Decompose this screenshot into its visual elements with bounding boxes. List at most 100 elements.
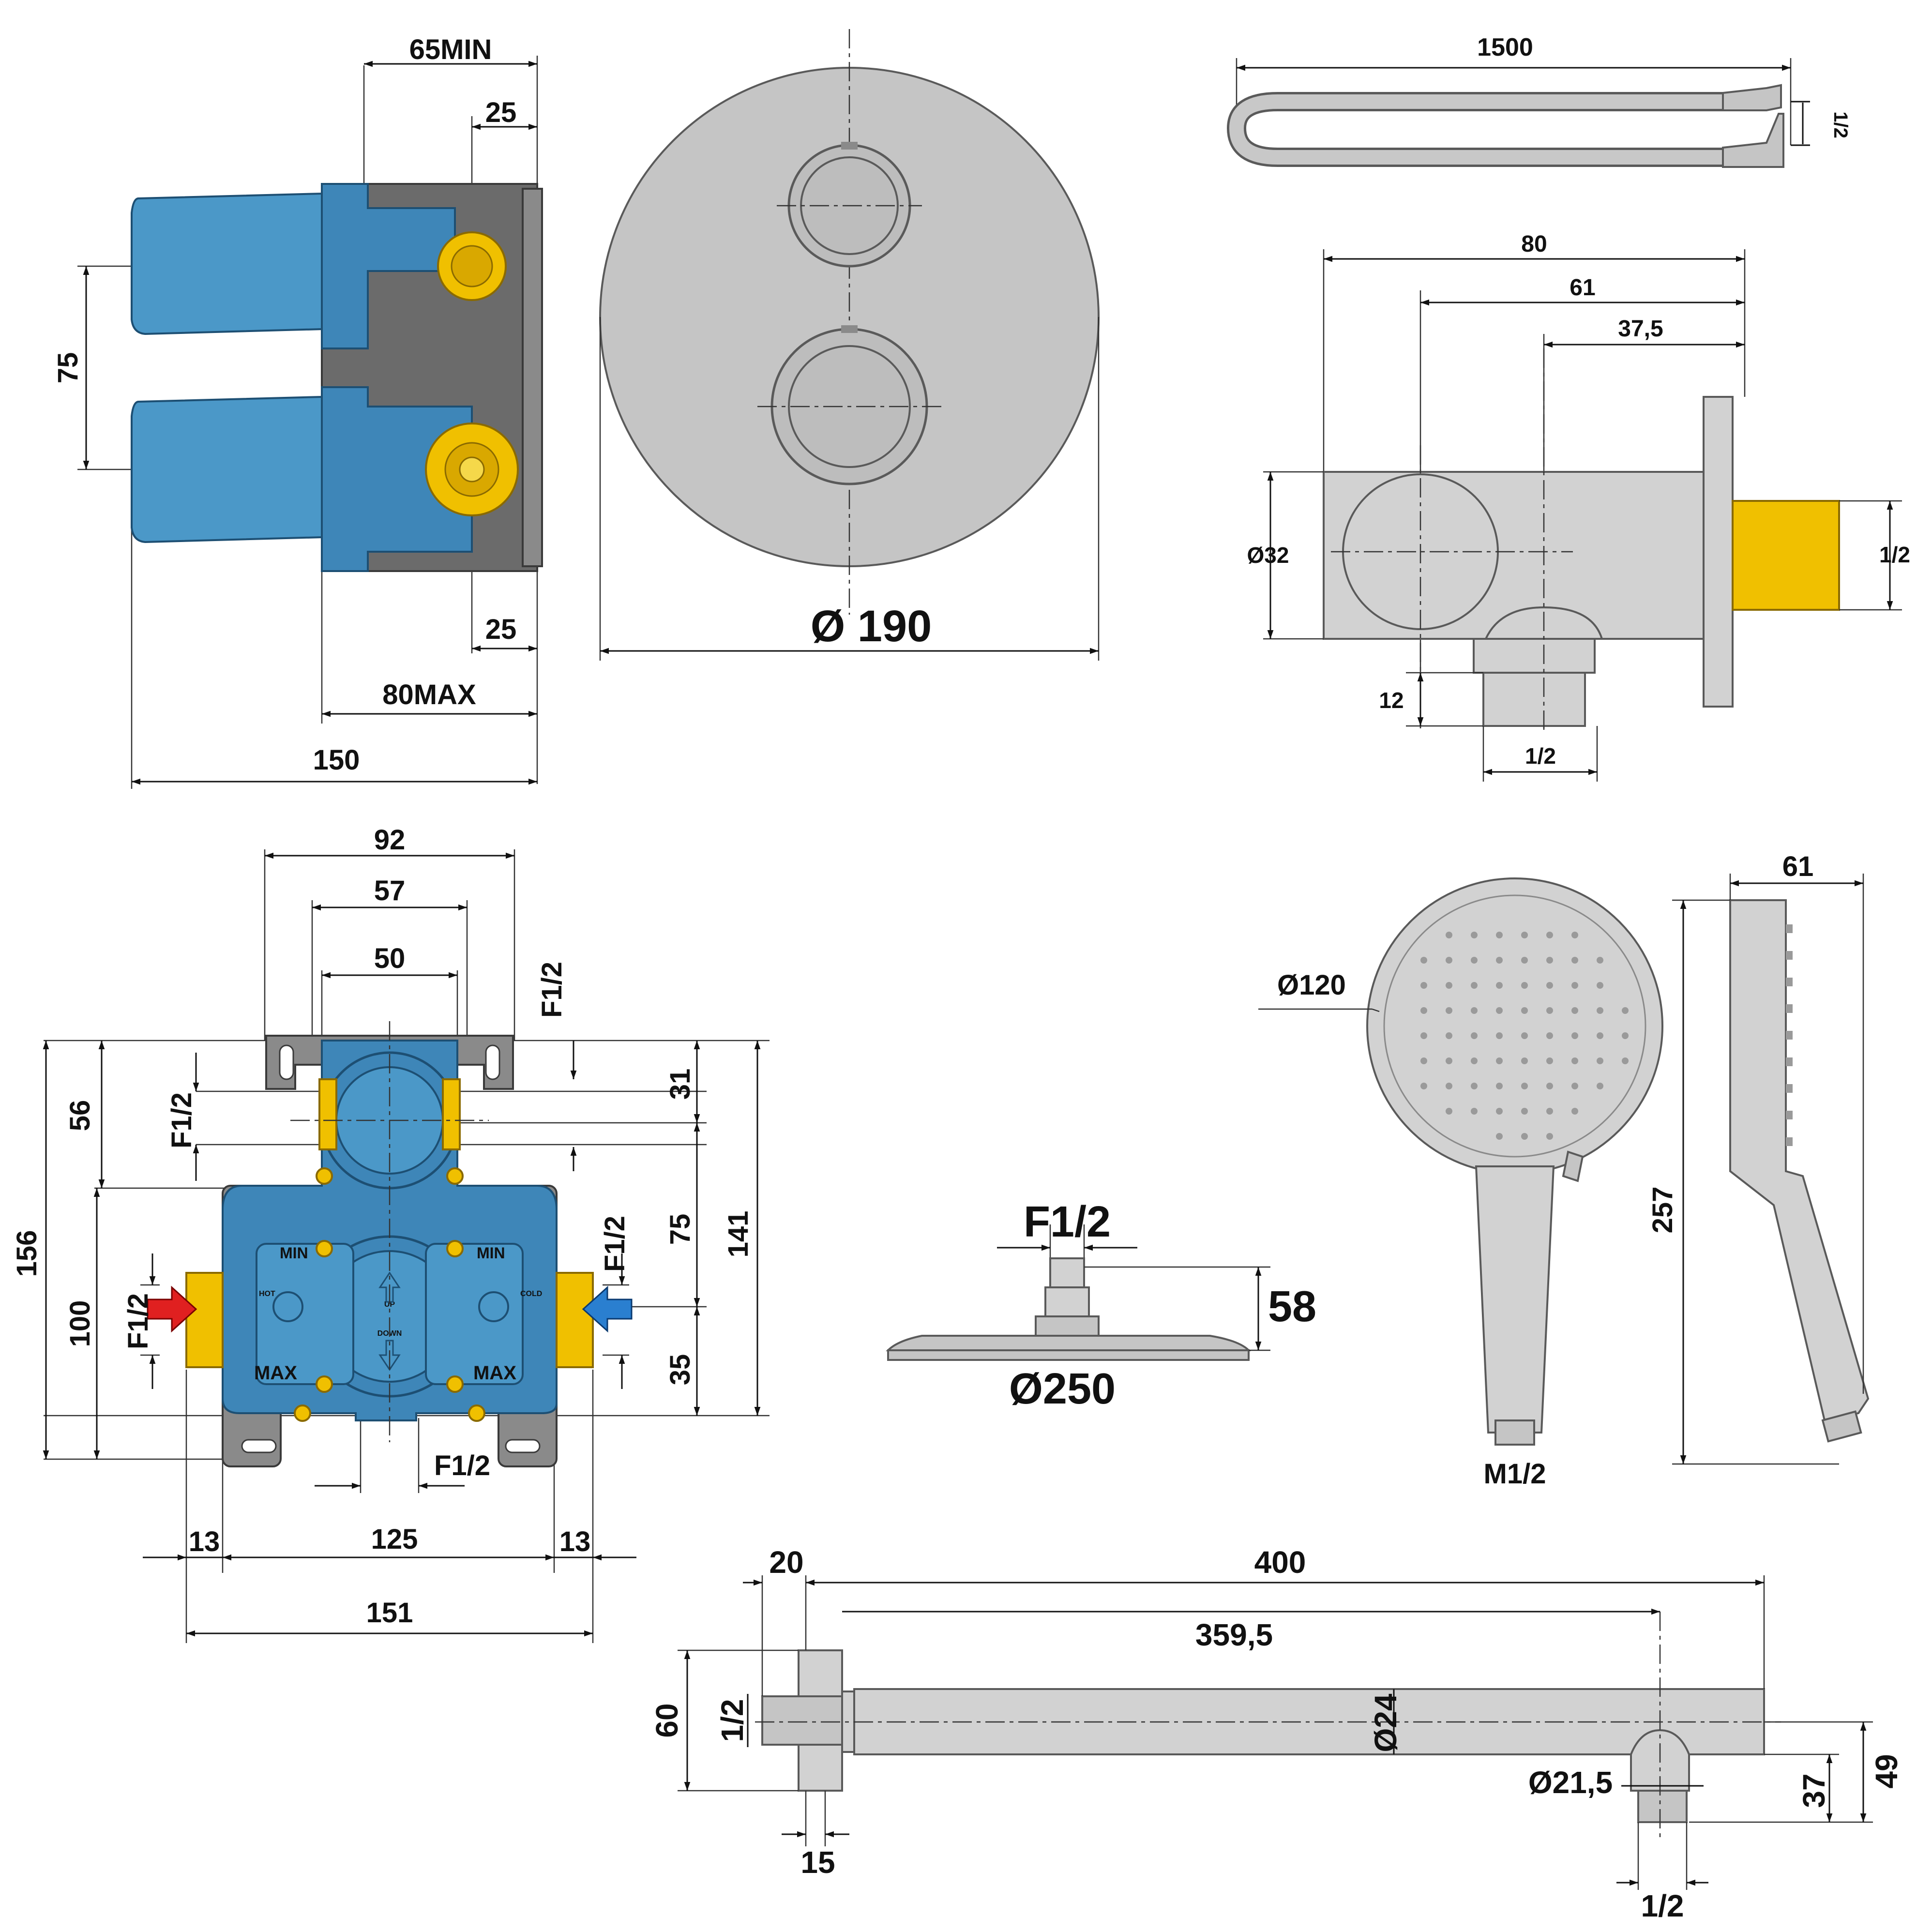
- nozzle-dot: [1571, 1032, 1578, 1039]
- overhead-nut: [1044, 1286, 1090, 1317]
- dim-359-5: 359,5: [1195, 1617, 1273, 1652]
- dim-m12: M1/2: [1484, 1458, 1546, 1490]
- nozzle-dot: [1597, 1032, 1603, 1039]
- wall-connector-thread: [1732, 500, 1840, 611]
- screw: [446, 1240, 464, 1257]
- dim-13-right: 13: [559, 1526, 591, 1557]
- upper-right-brass: [442, 1078, 461, 1150]
- hand-shower-head: [1366, 877, 1663, 1175]
- nozzle-dot: [1521, 1083, 1528, 1089]
- left-chamber: [256, 1243, 354, 1385]
- nozzle-dot: [1597, 1083, 1603, 1089]
- dim-25-top: 25: [485, 97, 517, 128]
- dim-half-bottom-arm: 1/2: [1641, 1888, 1684, 1923]
- lower-cartridge-cap: [131, 395, 323, 543]
- label-max-right: MAX: [473, 1362, 516, 1384]
- dim-half-right: 1/2: [1879, 542, 1910, 567]
- nozzle-dot: [1471, 957, 1478, 964]
- nozzle-dot: [1471, 1108, 1478, 1115]
- dim-f12-left-upper: F1/2: [166, 1092, 197, 1148]
- side-nozzle: [1786, 1084, 1793, 1093]
- label-min-right: MIN: [477, 1244, 505, 1262]
- nozzle-dot: [1446, 1007, 1452, 1014]
- nozzle-dot: [1446, 932, 1452, 938]
- wall-outlet: 80 61 37,5 Ø32 1/2 12 1/2: [1247, 231, 1910, 782]
- nozzle-dot: [1546, 1032, 1553, 1039]
- upper-left-brass: [318, 1078, 337, 1150]
- nozzle-dot: [1622, 1057, 1629, 1064]
- nozzle-dot: [1496, 957, 1503, 964]
- nozzle-dot: [1622, 1032, 1629, 1039]
- side-nozzle: [1786, 978, 1793, 986]
- dim-37: 37: [1796, 1773, 1831, 1808]
- right-inlet-brass: [556, 1272, 594, 1368]
- dim-1500: 1500: [1477, 33, 1533, 61]
- hose-loop-outline: [1226, 92, 1723, 167]
- dim-d32: Ø32: [1247, 543, 1289, 568]
- dim-75: 75: [52, 352, 84, 384]
- lower-handle-marker: [841, 325, 858, 333]
- nozzle-dot: [1496, 932, 1503, 938]
- shower-arm: 20 400 359,5 60 1/2 Ø24 Ø21,5 37 49 15 1…: [649, 1545, 1904, 1923]
- nozzle-dot: [1471, 1083, 1478, 1089]
- dim-49: 49: [1869, 1754, 1904, 1788]
- dim-half-bottom: 1/2: [1525, 743, 1556, 769]
- dim-20: 20: [769, 1545, 803, 1580]
- dim-92: 92: [374, 824, 406, 856]
- hose-loop: [1229, 94, 1723, 165]
- nozzle-dot: [1496, 982, 1503, 989]
- cover-plate-front-view: Ø 190: [599, 29, 1100, 661]
- valve-side-view: 65MIN 25 75 25 80MAX 150: [52, 34, 543, 789]
- side-nozzle: [1786, 1031, 1793, 1040]
- nozzle-dot: [1496, 1032, 1503, 1039]
- nozzle-dot: [1546, 1007, 1553, 1014]
- dim-150: 150: [313, 744, 360, 776]
- label-cold: COLD: [520, 1290, 542, 1298]
- screw: [446, 1375, 464, 1393]
- side-nozzle: [1786, 1057, 1793, 1066]
- dim-80: 80: [1521, 231, 1547, 257]
- bracket-slot: [279, 1044, 294, 1080]
- dim-f12-overhead: F1/2: [1024, 1198, 1111, 1246]
- side-nozzle: [1786, 951, 1793, 960]
- dim-37-5: 37,5: [1618, 316, 1663, 342]
- leader-line: [1372, 1008, 1380, 1012]
- side-nozzle: [1786, 1137, 1793, 1146]
- dim-31: 31: [664, 1069, 696, 1100]
- nozzle-dot: [1471, 1057, 1478, 1064]
- outlet-nut: [1473, 638, 1596, 674]
- overhead-head-top: [886, 1335, 1251, 1351]
- nozzle-pattern: [1420, 932, 1629, 1140]
- nozzle-dot: [1496, 1007, 1503, 1014]
- left-inlet-brass: [185, 1272, 224, 1368]
- dim-257: 257: [1647, 1187, 1678, 1234]
- lower-handle-ring: [788, 345, 911, 468]
- mounting-plate: [522, 188, 543, 567]
- dim-diameter-190: Ø 190: [811, 602, 932, 651]
- side-nozzle: [1786, 1004, 1793, 1013]
- nozzle-dot: [1471, 1032, 1478, 1039]
- dim-15: 15: [800, 1845, 835, 1880]
- nozzle-dot: [1571, 982, 1578, 989]
- dim-half-left: 1/2: [715, 1699, 750, 1742]
- shower-hose: 1500 1/2: [1226, 33, 1851, 168]
- nozzle-dot: [1496, 1057, 1503, 1064]
- nozzle-dot: [1521, 1133, 1528, 1140]
- nozzle-dot: [1622, 1007, 1629, 1014]
- bracket-slot: [241, 1439, 277, 1453]
- nozzle-dot: [1546, 982, 1553, 989]
- dim-f12-top-right: F1/2: [536, 962, 568, 1018]
- nozzle-dot: [1446, 1108, 1452, 1115]
- hand-shower-side-profile: [1729, 899, 1870, 1422]
- dim-141: 141: [723, 1211, 754, 1258]
- dim-thread-hose: 1/2: [1830, 111, 1851, 138]
- screw: [446, 1167, 464, 1185]
- dim-60: 60: [649, 1703, 684, 1737]
- overhead-connector-thread: [1049, 1257, 1085, 1288]
- hand-shower: Ø120 M1/2 61 257: [1258, 851, 1870, 1490]
- screw: [468, 1404, 485, 1422]
- nozzle-dot: [1521, 932, 1528, 938]
- nozzle-dot: [1571, 1057, 1578, 1064]
- nozzle-dot: [1521, 982, 1528, 989]
- hand-shower-face-ring: [1383, 894, 1646, 1158]
